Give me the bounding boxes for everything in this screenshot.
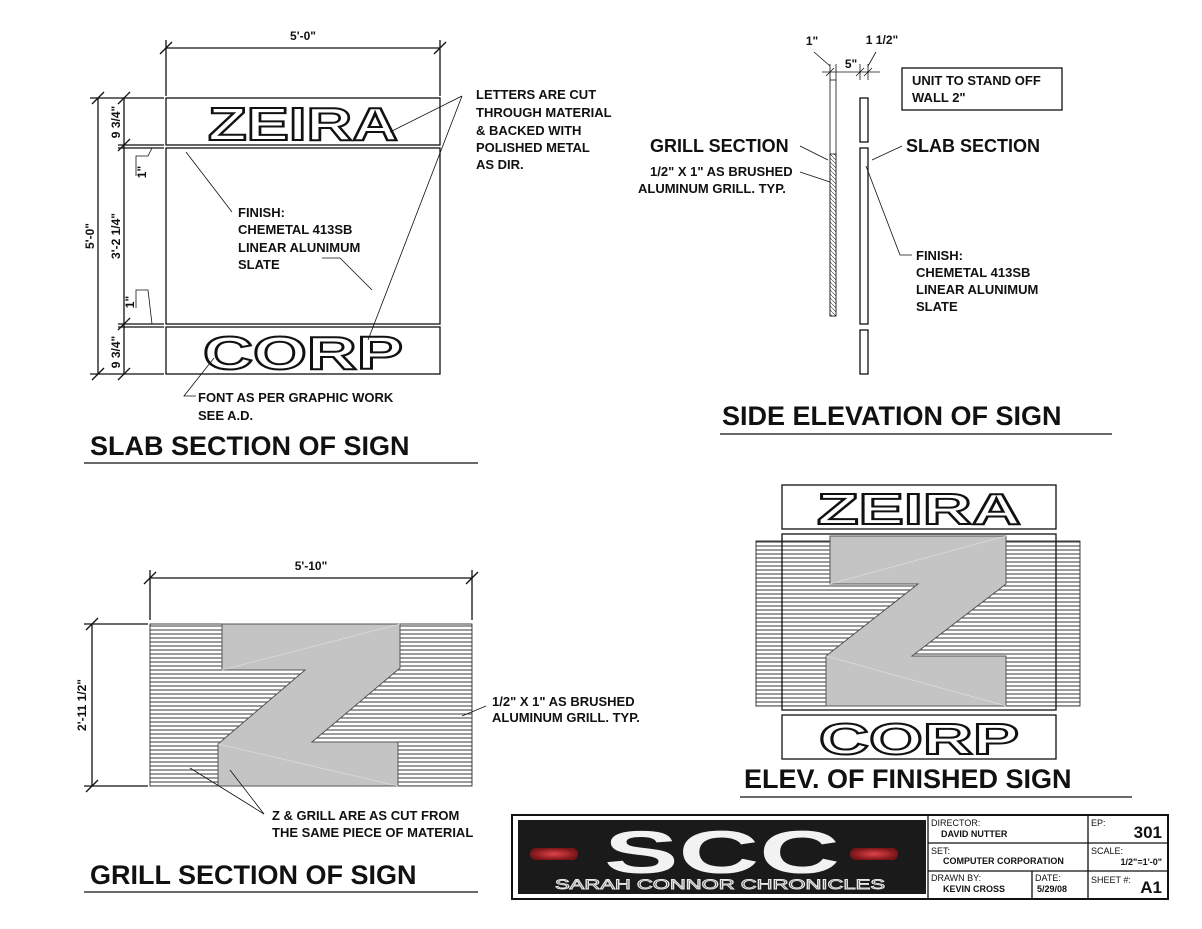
side-slab-middle	[859, 147, 869, 325]
sheet-value: A1	[1140, 878, 1162, 897]
grill-section-title: GRILL SECTION OF SIGN	[90, 860, 417, 890]
side-standoff-note-2: WALL 2"	[912, 90, 966, 105]
director-label: DIRECTOR:	[931, 818, 980, 828]
side-slab-bottom	[859, 329, 869, 375]
slab-bottom-band	[165, 326, 441, 375]
slab-top-band	[165, 97, 441, 146]
slab-note-letters-5: AS DIR.	[476, 157, 524, 172]
grill-cut-note-1: Z & GRILL ARE AS CUT FROM	[272, 808, 459, 823]
set-value: COMPUTER CORPORATION	[943, 856, 1064, 866]
logo-text: SCC	[604, 819, 840, 886]
side-grill-note-1: 1/2" X 1" AS BRUSHED	[650, 164, 793, 179]
slab-bottom-word: CORP	[203, 327, 403, 379]
side-dim-right: 1 1/2"	[866, 33, 898, 47]
finished-bottom-word: CORP	[819, 715, 1019, 764]
title-block: SCC SARAH CONNOR CHRONICLES DIRECTOR: DA…	[511, 814, 1169, 900]
side-elevation-view: 1" 1 1/2" 5" UNIT TO STAND OFF WALL 2" G…	[638, 33, 1112, 435]
grill-width-dim: 5'-10"	[295, 559, 328, 573]
grill-note-2: ALUMINUM GRILL. TYP.	[492, 710, 640, 725]
slab-section-view: 5'-0" ZEIRA CORP 5'-0" 9 3/4" 3'-2 1/4" …	[83, 29, 612, 464]
ep-label: EP:	[1091, 818, 1106, 828]
slab-note-letters-1: LETTERS ARE CUT	[476, 87, 596, 102]
side-standoff-note-1: UNIT TO STAND OFF	[912, 73, 1041, 88]
sheet-label: SHEET #:	[1091, 875, 1131, 885]
slab-note-finish-3: LINEAR ALUNIMUM	[238, 240, 360, 255]
finished-sign-title: ELEV. OF FINISHED SIGN	[744, 764, 1072, 794]
logo-accent-right	[850, 848, 898, 860]
slab-width-dim: 5'-0"	[290, 29, 316, 43]
slab-middle-dim: 3'-2 1/4"	[109, 213, 123, 259]
slab-note-finish-2: CHEMETAL 413SB	[238, 222, 352, 237]
finished-bottom-band	[781, 714, 1057, 760]
director-value: DAVID NUTTER	[941, 829, 1008, 839]
grill-cut-note-2: THE SAME PIECE OF MATERIAL	[272, 825, 473, 840]
finished-sign-view: ZEIRA CORP ELEV. OF FINISHED SIGN	[740, 484, 1132, 798]
grill-note-1: 1/2" X 1" AS BRUSHED	[492, 694, 635, 709]
side-dim-left: 1"	[806, 34, 818, 48]
side-elevation-title: SIDE ELEVATION OF SIGN	[722, 401, 1062, 431]
slab-note-finish-1: FINISH:	[238, 205, 285, 220]
scale-value: 1/2"=1'-0"	[1121, 857, 1162, 867]
side-slab-label: SLAB SECTION	[906, 136, 1040, 156]
side-grill-note-2: ALUMINUM GRILL. TYP.	[638, 181, 786, 196]
slab-gap-bottom-dim: 1"	[123, 296, 137, 308]
side-grill-bar	[829, 153, 837, 317]
side-finish-note-2: CHEMETAL 413SB	[916, 265, 1030, 280]
slab-top-band-dim: 9 3/4"	[109, 106, 123, 138]
side-slab-top	[859, 97, 869, 143]
drawn-by-value: KEVIN CROSS	[943, 884, 1005, 894]
grill-section-view: 5'-10" 2'-11 1/2" 1/2" X 1" AS BRUSHED A…	[75, 559, 640, 893]
slab-bottom-band-dim: 9 3/4"	[109, 336, 123, 368]
side-dim-gap: 5"	[845, 57, 857, 71]
side-finish-note-1: FINISH:	[916, 248, 963, 263]
date-label: DATE:	[1035, 873, 1061, 883]
slab-note-letters-2: THROUGH MATERIAL	[476, 105, 612, 120]
side-standoff-note-box	[901, 67, 1063, 111]
slab-note-font-2: SEE A.D.	[198, 408, 253, 423]
slab-note-font-1: FONT AS PER GRAPHIC WORK	[198, 390, 394, 405]
slab-note-finish-4: SLATE	[238, 257, 280, 272]
slab-middle-panel	[165, 147, 441, 325]
logo-accent-left	[530, 848, 578, 860]
scale-label: SCALE:	[1091, 846, 1123, 856]
slab-top-word: ZEIRA	[208, 98, 398, 150]
finished-top-word: ZEIRA	[817, 485, 1021, 534]
logo-subtitle: SARAH CONNOR CHRONICLES	[555, 876, 885, 892]
slab-note-letters-4: POLISHED METAL	[476, 140, 590, 155]
grill-height-dim: 2'-11 1/2"	[75, 679, 89, 731]
date-value: 5/29/08	[1037, 884, 1067, 894]
slab-note-letters-3: & BACKED WITH	[476, 123, 581, 138]
slab-section-title: SLAB SECTION OF SIGN	[90, 431, 410, 461]
finished-top-band	[781, 484, 1057, 530]
slab-height-dim: 5'-0"	[83, 223, 97, 249]
slab-gap-top-dim: 1"	[135, 166, 149, 178]
set-label: SET:	[931, 846, 950, 856]
side-grill-label: GRILL SECTION	[650, 136, 789, 156]
side-finish-note-4: SLATE	[916, 299, 958, 314]
side-finish-note-3: LINEAR ALUNIMUM	[916, 282, 1038, 297]
ep-value: 301	[1134, 823, 1162, 842]
drawn-by-label: DRAWN BY:	[931, 873, 981, 883]
